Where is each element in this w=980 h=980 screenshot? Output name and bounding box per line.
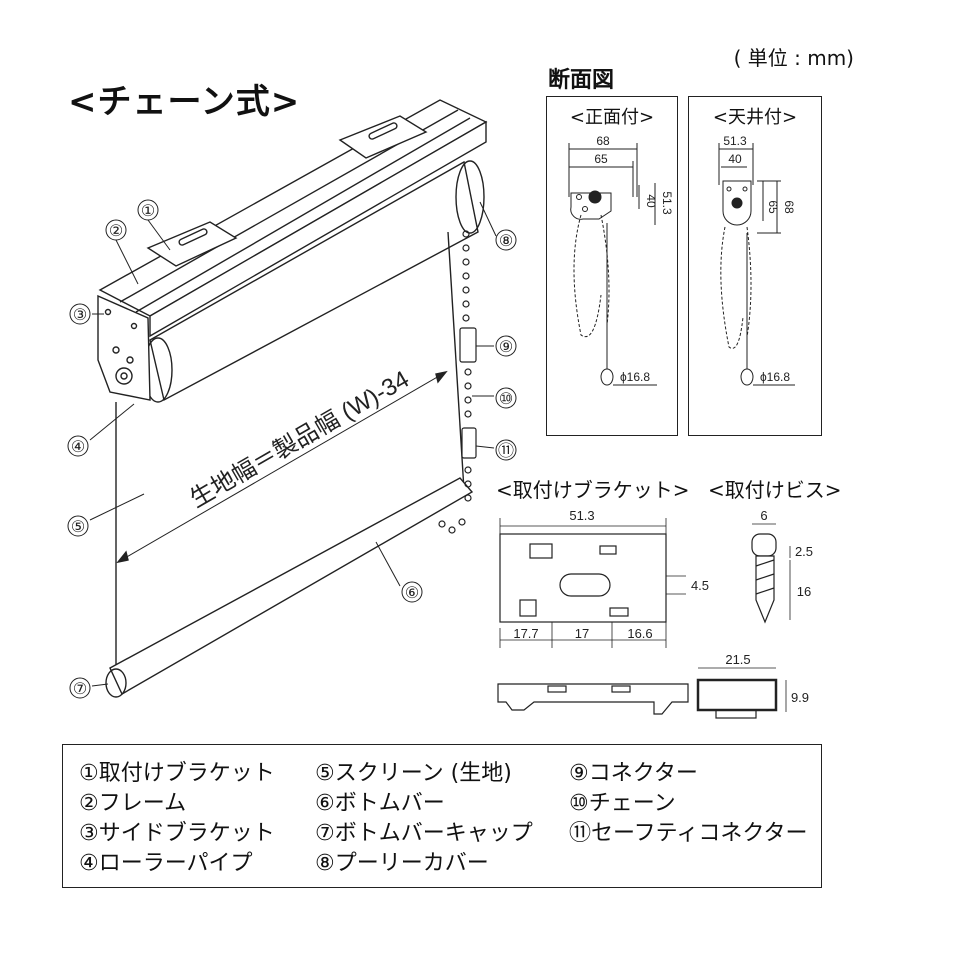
callout-4: ④ [71,439,85,456]
ceiling-mount-caption: <天井付> [712,107,798,128]
part-11: ⑪セーフティコネクター [569,821,808,846]
bracket-dim-16-6: 16.6 [627,626,652,641]
front-dim-40: 40 [644,194,658,208]
bracket-dim-51-3: 51.3 [569,508,594,523]
cap-dim-21-5: 21.5 [725,652,750,667]
cross-section-title: 断面図 [548,68,615,93]
front-dim-68: 68 [596,134,610,148]
part-9: ⑨コネクター [569,761,698,786]
front-dim-51-3: 51.3 [660,191,674,215]
callout-1: ① [141,203,155,220]
part-1: ①取付けブラケット [79,761,275,786]
ceiling-dim-40: 40 [728,152,742,166]
ceiling-phi: ϕ16.8 [760,370,790,384]
bracket-dim-4-5: 4.5 [691,578,709,593]
callout-2: ② [109,223,123,240]
bracket-drawing: 51.3 4.5 17.7 17 16.6 6 2.5 16 21.5 9.9 [497,508,813,719]
front-mount-caption: <正面付> [569,107,655,128]
part-6: ⑥ボトムバー [315,791,445,816]
screw-title: <取付けビス> [708,478,842,502]
cap-dim-9-9: 9.9 [791,690,809,705]
callout-11: ⑪ [498,442,514,460]
fabric-width-label: 生地幅＝製品幅 (W)-34 [186,366,414,513]
unit-label: ( 単位 : mm) [733,46,854,70]
part-5: ⑤スクリーン (生地) [315,761,512,786]
screw-dim-6: 6 [760,508,767,523]
front-mount-section: <正面付> 68 65 40 51.3 ϕ16.8 [546,96,678,436]
front-phi: ϕ16.8 [620,370,650,384]
main-title: <チェーン式> [68,82,301,122]
ceiling-dim-51-3: 51.3 [723,134,747,148]
callout-5: ⑤ [71,519,85,536]
callout-7: ⑦ [73,681,87,698]
callout-6: ⑥ [405,585,419,602]
front-dim-65: 65 [594,152,608,166]
callout-3: ③ [73,307,87,324]
callout-8: ⑧ [499,233,513,250]
part-10: ⑩チェーン [569,791,676,816]
ceiling-dim-65: 65 [766,200,780,214]
parts-list: ①取付けブラケット ②フレーム ③サイドブラケット ④ローラーパイプ ⑤スクリー… [62,744,822,888]
bracket-dim-17-7: 17.7 [513,626,538,641]
screw-dim-2-5: 2.5 [795,544,813,559]
ceiling-mount-section: <天井付> 51.3 40 65 68 ϕ16.8 [688,96,822,436]
ceiling-dim-68: 68 [782,200,796,214]
part-8: ⑧プーリーカバー [315,851,489,876]
part-7: ⑦ボトムバーキャップ [315,821,533,846]
part-2: ②フレーム [79,791,187,816]
bracket-dim-17: 17 [575,626,589,641]
part-3: ③サイドブラケット [79,821,275,846]
part-4: ④ローラーパイプ [79,851,253,876]
callout-10: ⑩ [499,391,513,408]
screw-dim-16: 16 [797,584,811,599]
callout-9: ⑨ [499,339,513,356]
bracket-title: <取付けブラケット> [496,478,690,502]
